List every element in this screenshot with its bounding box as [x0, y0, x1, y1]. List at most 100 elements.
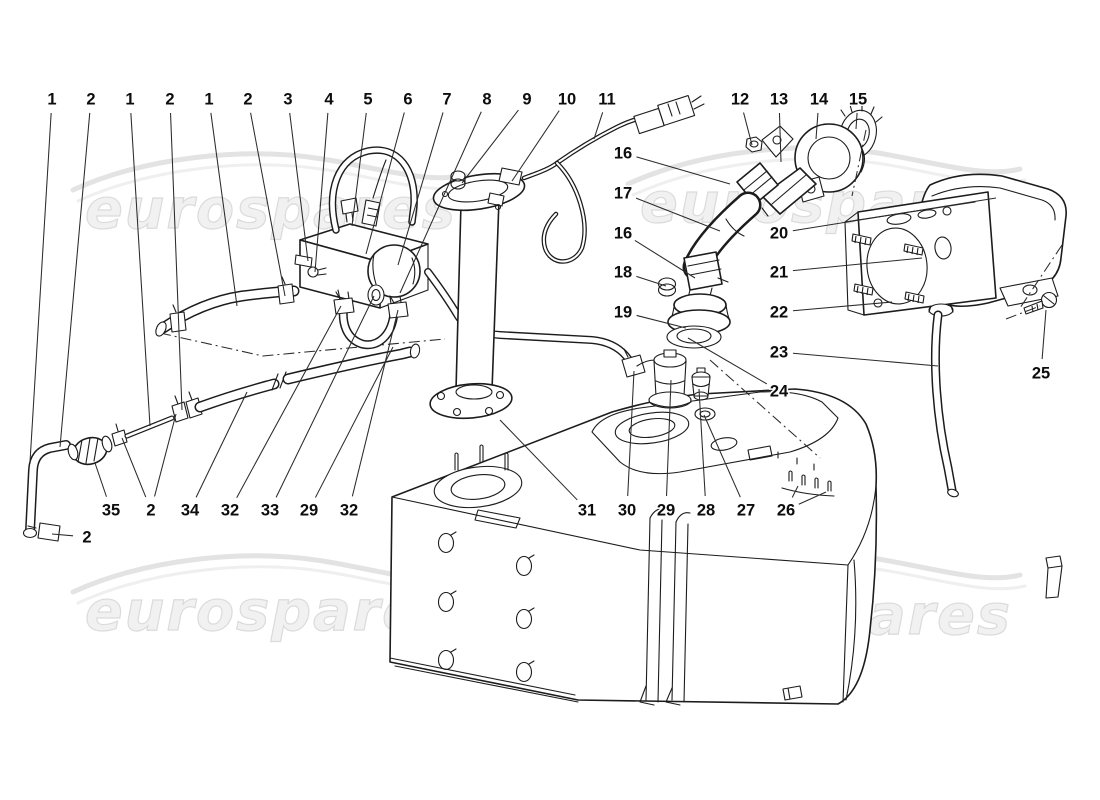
leader-line — [666, 379, 672, 497]
hose-clamp — [37, 522, 61, 542]
fuel-tank — [389, 388, 878, 706]
callout-1: 1 — [124, 89, 151, 427]
leader-line — [195, 391, 248, 498]
callout-label: 2 — [82, 529, 91, 547]
callout-11: 11 — [593, 89, 617, 140]
leader-line — [792, 301, 893, 312]
callout-2: 2 — [121, 413, 177, 521]
callout-label: 3 — [283, 91, 292, 109]
leader-line — [250, 112, 286, 297]
leader-line — [59, 112, 91, 448]
tube-bottom-flange — [429, 382, 513, 420]
callout-label: 27 — [737, 502, 755, 520]
projection-line — [1005, 305, 1041, 320]
callout-label: 8 — [482, 91, 491, 109]
leader-line — [210, 112, 238, 307]
grommet-33 — [367, 284, 385, 306]
callout-12: 12 — [729, 89, 753, 146]
callout-label: 9 — [522, 91, 531, 109]
callout-label: 34 — [181, 502, 200, 520]
callout-label: 22 — [770, 304, 788, 322]
leader-line — [703, 414, 741, 498]
leader-line — [687, 337, 768, 385]
vent-valve-group — [621, 348, 716, 421]
callout-label: 1 — [125, 91, 134, 109]
callout-16: 16 — [612, 143, 731, 185]
leader-line — [499, 419, 578, 501]
leader-line — [636, 275, 667, 287]
callout-label: 12 — [731, 91, 749, 109]
tank-bottom-seam — [389, 657, 579, 703]
callout-label: 21 — [770, 264, 788, 282]
callout-8: 8 — [399, 89, 493, 294]
callout-2: 2 — [164, 89, 183, 411]
callout-label: 11 — [598, 91, 615, 109]
leader-line — [351, 112, 367, 227]
callout-20: 20 — [768, 197, 997, 244]
callout-31: 31 — [499, 419, 598, 521]
leader-line — [121, 437, 147, 498]
callout-18: 18 — [612, 262, 667, 287]
callout-29: 29 — [655, 379, 677, 521]
leader-line — [855, 112, 858, 130]
leader-line — [815, 112, 819, 140]
callout-9: 9 — [461, 89, 533, 184]
callout-label: 20 — [770, 225, 788, 243]
callout-label: 16 — [614, 145, 632, 163]
leader-line — [511, 110, 560, 182]
drain-tube-23 — [928, 303, 959, 498]
leader-line — [792, 257, 923, 272]
callout-label: 1 — [47, 91, 56, 109]
callout-label: 4 — [324, 91, 334, 109]
sender-tube — [455, 199, 500, 391]
callout-label: 28 — [697, 502, 715, 520]
sender-connector — [498, 167, 523, 186]
callout-label: 1 — [204, 91, 213, 109]
bracket-plate — [857, 191, 997, 316]
nut-12 — [745, 136, 763, 153]
leader-line — [51, 533, 74, 537]
callout-label: 35 — [102, 502, 120, 520]
leader-line — [289, 112, 309, 262]
callout-label: 32 — [221, 502, 239, 520]
tank-end-seam — [845, 559, 857, 701]
leader-line — [698, 388, 706, 497]
leader-line — [275, 295, 375, 498]
callout-13: 13 — [768, 89, 790, 163]
callout-2: 2 — [59, 89, 97, 448]
hose-clamp-30 — [621, 354, 646, 378]
callout-3: 3 — [282, 89, 309, 262]
callout-15: 15 — [847, 89, 869, 130]
fuel-hose-upper — [155, 276, 300, 337]
leader-line — [94, 462, 107, 497]
callout-label: 16 — [614, 225, 632, 243]
vent-fitting-28 — [691, 367, 711, 401]
leader-line — [154, 413, 177, 497]
callout-label: 18 — [614, 264, 632, 282]
leader-line — [236, 305, 342, 498]
callout-19: 19 — [612, 302, 687, 329]
callout-10: 10 — [511, 89, 578, 182]
callout-26: 26 — [775, 485, 827, 521]
filler-ring-14 — [794, 123, 864, 193]
projection-line — [709, 359, 821, 459]
callout-label: 6 — [403, 91, 412, 109]
callout-label: 2 — [165, 91, 174, 109]
callout-25: 25 — [1030, 309, 1052, 384]
callout-label: 2 — [146, 502, 155, 520]
callout-label: 2 — [86, 91, 95, 109]
callout-label: 19 — [614, 304, 632, 322]
tank-vent-platform — [591, 391, 839, 475]
watermark-text: eurospares — [85, 177, 457, 241]
hose-coupling-16 — [683, 251, 723, 291]
callout-2: 2 — [51, 527, 93, 548]
leader-line — [399, 111, 482, 294]
callout-32: 32 — [338, 309, 399, 521]
hose-clamp-32 — [333, 297, 355, 315]
callout-1: 1 — [29, 89, 58, 463]
tank-corner-edge — [847, 485, 877, 566]
leader-line — [314, 346, 394, 498]
